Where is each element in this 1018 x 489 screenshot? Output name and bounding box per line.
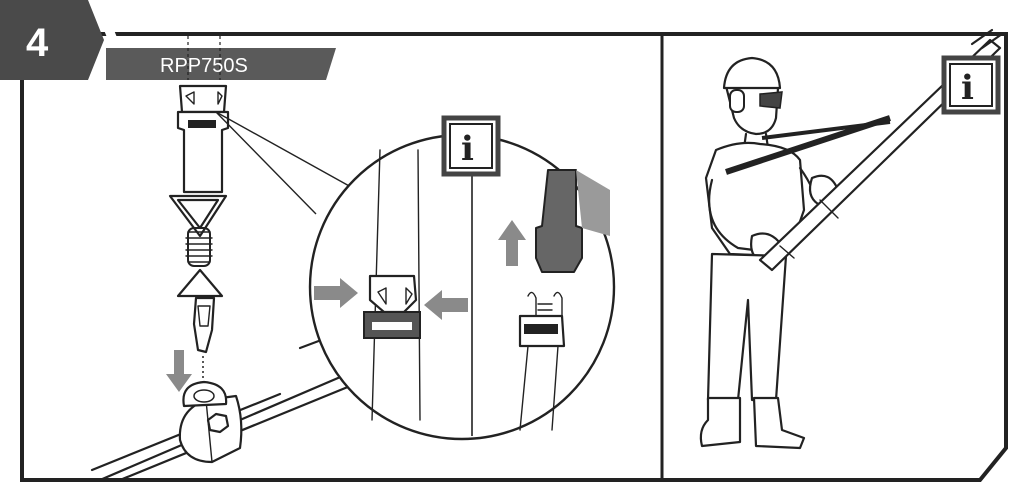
model-label-banner: RPP750S [106, 48, 336, 80]
up-arrow-icon [498, 220, 526, 266]
harness-strap-assembly [166, 36, 230, 392]
info-icon-operator: i [941, 55, 1001, 115]
info-symbol: i [461, 129, 474, 169]
step-number: 4 [26, 21, 49, 65]
detail-callout-lines [215, 111, 361, 215]
down-arrow-icon [166, 350, 192, 392]
info-symbol-operator: i [961, 68, 974, 108]
model-label: RPP750S [160, 55, 248, 77]
pull-arrow-icon [424, 290, 468, 320]
push-arrow-icon [314, 278, 358, 308]
tool-shaft-mount [90, 316, 382, 482]
pole-pruner [758, 28, 1004, 272]
shoulder-harness [725, 115, 891, 175]
step-number-badge: 4 [0, 0, 118, 80]
info-icon: i [441, 115, 501, 177]
panel-frame [20, 32, 1008, 482]
buckle-detail-circle [308, 133, 616, 441]
